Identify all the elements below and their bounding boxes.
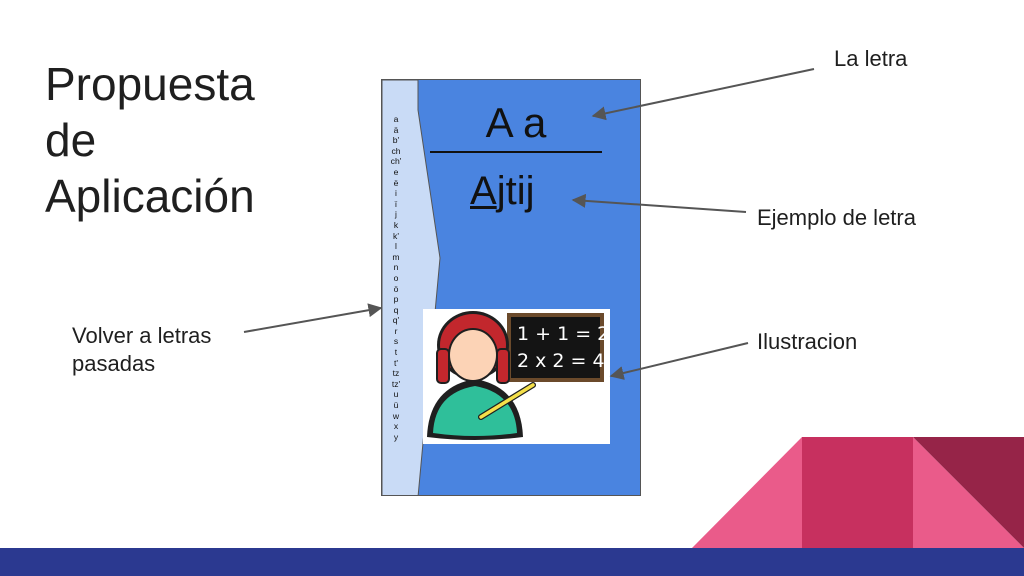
alphabet-letter[interactable]: l: [395, 241, 397, 252]
alphabet-letter[interactable]: t': [393, 357, 399, 368]
deco-maroon-triangle: [913, 437, 1024, 548]
chalkboard-line-1: 1 + 1 = 2: [517, 323, 609, 345]
arrow-ejemplo: [571, 193, 747, 213]
arrow-la-letra: [591, 68, 815, 121]
alphabet-letter[interactable]: q: [393, 304, 399, 315]
alphabet-letter[interactable]: ë: [393, 177, 399, 188]
alphabet-letter[interactable]: t: [394, 347, 398, 358]
alphabet-letter[interactable]: k': [393, 230, 399, 241]
teacher-chalkboard-illustration: 1 + 1 = 2 2 x 2 = 4: [427, 311, 609, 440]
label-ilustracion: Ilustracion: [757, 329, 858, 354]
alphabet-letter[interactable]: e: [393, 166, 399, 177]
example-word: Ajtij: [470, 166, 534, 216]
chalkboard-line-2: 2 x 2 = 4: [517, 350, 605, 372]
title-line-1: Propuesta: [45, 58, 255, 110]
alphabet-letter[interactable]: ü: [393, 400, 399, 411]
alphabet-letter[interactable]: k: [393, 219, 399, 230]
illustration: 1 + 1 = 2 2 x 2 = 4: [423, 309, 610, 444]
alphabet-letter[interactable]: x: [393, 421, 399, 432]
alphabet-letter[interactable]: tz': [391, 378, 401, 389]
alphabet-letter[interactable]: tz: [392, 368, 400, 379]
alphabet-letter[interactable]: u: [393, 389, 399, 400]
alphabet-letter[interactable]: ä: [393, 124, 399, 135]
alphabet-letter[interactable]: j: [395, 209, 397, 220]
alphabet-letter[interactable]: q': [392, 315, 400, 326]
alphabet-letter[interactable]: b': [392, 135, 400, 146]
alphabet-letter[interactable]: a: [393, 114, 399, 124]
alphabet-letter[interactable]: p: [393, 294, 399, 305]
current-letter: A a: [485, 99, 547, 146]
deco-crimson-block: [802, 437, 913, 548]
title-line-2: de: [45, 114, 97, 166]
alphabet-letter[interactable]: w: [392, 410, 400, 421]
alphabet-letter[interactable]: ch': [390, 156, 402, 167]
bottom-navy-bar: [0, 548, 1024, 576]
slide-title: Propuesta de Aplicación: [45, 56, 255, 224]
alphabet-letter[interactable]: n: [393, 262, 399, 273]
alphabet-letter[interactable]: ï: [394, 198, 398, 209]
arrow-volver: [243, 303, 383, 333]
deco-pink-triangle: [692, 437, 802, 548]
label-volver-line-1: Volver a letras: [72, 323, 212, 348]
alphabet-letter[interactable]: m: [392, 251, 400, 262]
alphabet-letter[interactable]: ch: [391, 145, 401, 156]
alphabet-letter[interactable]: i: [395, 188, 397, 199]
label-volver-a-letras: Volver a letras pasadas: [72, 322, 211, 378]
label-la-letra: La letra: [834, 46, 908, 71]
arrow-ilustracion: [609, 342, 749, 380]
alphabet-letter[interactable]: ö: [393, 283, 399, 294]
example-word-initial: A: [470, 169, 497, 213]
alphabet-letter[interactable]: o: [393, 272, 399, 283]
label-ejemplo-de-letra: Ejemplo de letra: [757, 205, 916, 230]
example-word-rest: jtij: [496, 169, 535, 213]
title-line-3: Aplicación: [45, 170, 255, 222]
letter-divider: [430, 151, 602, 153]
label-volver-line-2: pasadas: [72, 351, 156, 376]
alphabet-letter[interactable]: s: [393, 336, 399, 347]
alphabet-letter[interactable]: y: [393, 431, 399, 442]
alphabet-letter[interactable]: r: [394, 325, 398, 336]
